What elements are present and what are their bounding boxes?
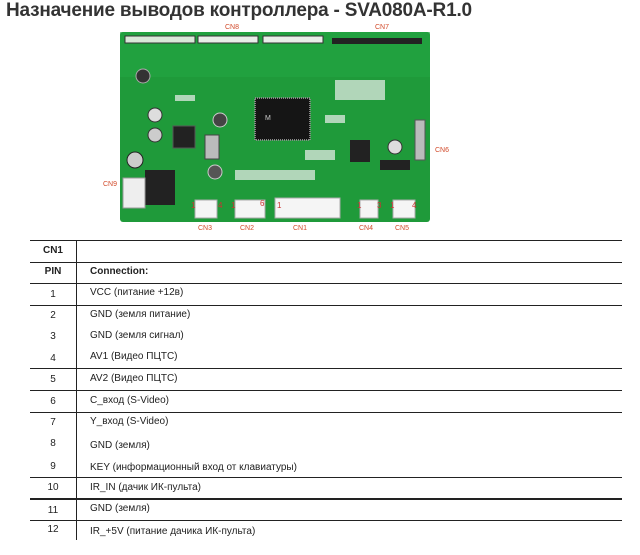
cn2-pin-first: 1	[231, 201, 236, 210]
row-divider	[30, 412, 622, 413]
cn4-connector	[359, 199, 379, 219]
pin-number: 9	[50, 461, 56, 472]
controller-board-photo: M CN8 CN7 CN6 CN9 CN3 CN2 CN1	[103, 24, 449, 232]
cn6-connector	[414, 119, 426, 161]
row-divider	[30, 368, 622, 369]
pin-header: PIN	[44, 266, 62, 277]
cn1-pin-first: 1	[277, 201, 282, 210]
cn8-label: CN8	[225, 24, 239, 31]
pin-number: 2	[50, 310, 56, 321]
cn6-label: CN6	[435, 147, 449, 154]
row-divider	[30, 477, 622, 478]
pin-connection: C_вход (S-Video)	[90, 395, 169, 406]
cn4-pin-first: 1	[357, 201, 362, 210]
cn3-pin-first: 1	[191, 201, 196, 210]
cn3-pin-last: 4	[218, 201, 223, 210]
cn5-pin-last: 4	[412, 201, 417, 210]
cn1-connector	[274, 197, 341, 219]
row-divider	[30, 283, 622, 284]
cn5-connector	[392, 199, 416, 219]
pin-number: 1	[50, 289, 56, 300]
pin-number: 12	[47, 524, 59, 535]
regulator	[145, 170, 175, 205]
svg-text:M: M	[265, 115, 271, 122]
document-title: Назначение выводов контроллера - SVA080A…	[6, 0, 472, 21]
pin-number: 4	[50, 353, 56, 364]
cn2-connector	[234, 199, 266, 219]
row-divider	[30, 240, 622, 241]
row-divider	[30, 262, 622, 263]
connection-header: Connection:	[90, 266, 149, 277]
pin-connection: GND (земля сигнал)	[90, 330, 184, 341]
pin-connection: GND (земля питание)	[90, 309, 191, 320]
pin-connection: IR_IN (дачик ИК-пульта)	[90, 482, 201, 493]
cn7-connector	[332, 38, 422, 44]
pin-connection: GND (земля)	[90, 503, 150, 514]
pin-number: 3	[50, 331, 56, 342]
cn2-pin-last: 6	[260, 199, 265, 208]
pin-number: 8	[50, 438, 56, 449]
cn7-label: CN7	[375, 24, 389, 31]
pin-connection: Y_вход (S-Video)	[90, 416, 169, 427]
pin-connection: AV2 (Видео ПЦТС)	[90, 373, 178, 384]
pin-connection: KEY (информационный вход от клавиатуры)	[90, 462, 297, 473]
pin-number: 7	[50, 417, 56, 428]
pin-number: 6	[50, 396, 56, 407]
cn4-pin-last: 3	[377, 201, 382, 210]
cn2-label: CN2	[240, 225, 254, 232]
cn9-connector	[122, 177, 146, 209]
pin-number: 11	[47, 505, 59, 516]
cn4-label: CN4	[359, 225, 373, 232]
cn3-connector	[194, 199, 218, 219]
row-divider	[30, 305, 622, 306]
pin-number: 5	[50, 374, 56, 385]
cn9-label: CN9	[103, 181, 117, 188]
pin-number: 10	[47, 482, 59, 493]
connector-name: CN1	[42, 245, 63, 256]
row-divider	[30, 390, 622, 391]
pin-connection: VCC (питание +12в)	[90, 287, 184, 298]
cn5-pin-first: 1	[390, 201, 395, 210]
pin-connection: AV1 (Видео ПЦТС)	[90, 351, 178, 362]
row-divider	[30, 498, 622, 500]
cn1-label: CN1	[293, 225, 307, 232]
cn3-label: CN3	[198, 225, 212, 232]
cn8-connector	[124, 35, 196, 44]
row-divider	[30, 520, 622, 521]
pin-connection: IR_+5V (питание дачика ИК-пульта)	[90, 526, 256, 537]
main-chip	[254, 97, 311, 141]
pin-connection: GND (земля)	[90, 440, 150, 451]
cn5-label: CN5	[395, 225, 409, 232]
